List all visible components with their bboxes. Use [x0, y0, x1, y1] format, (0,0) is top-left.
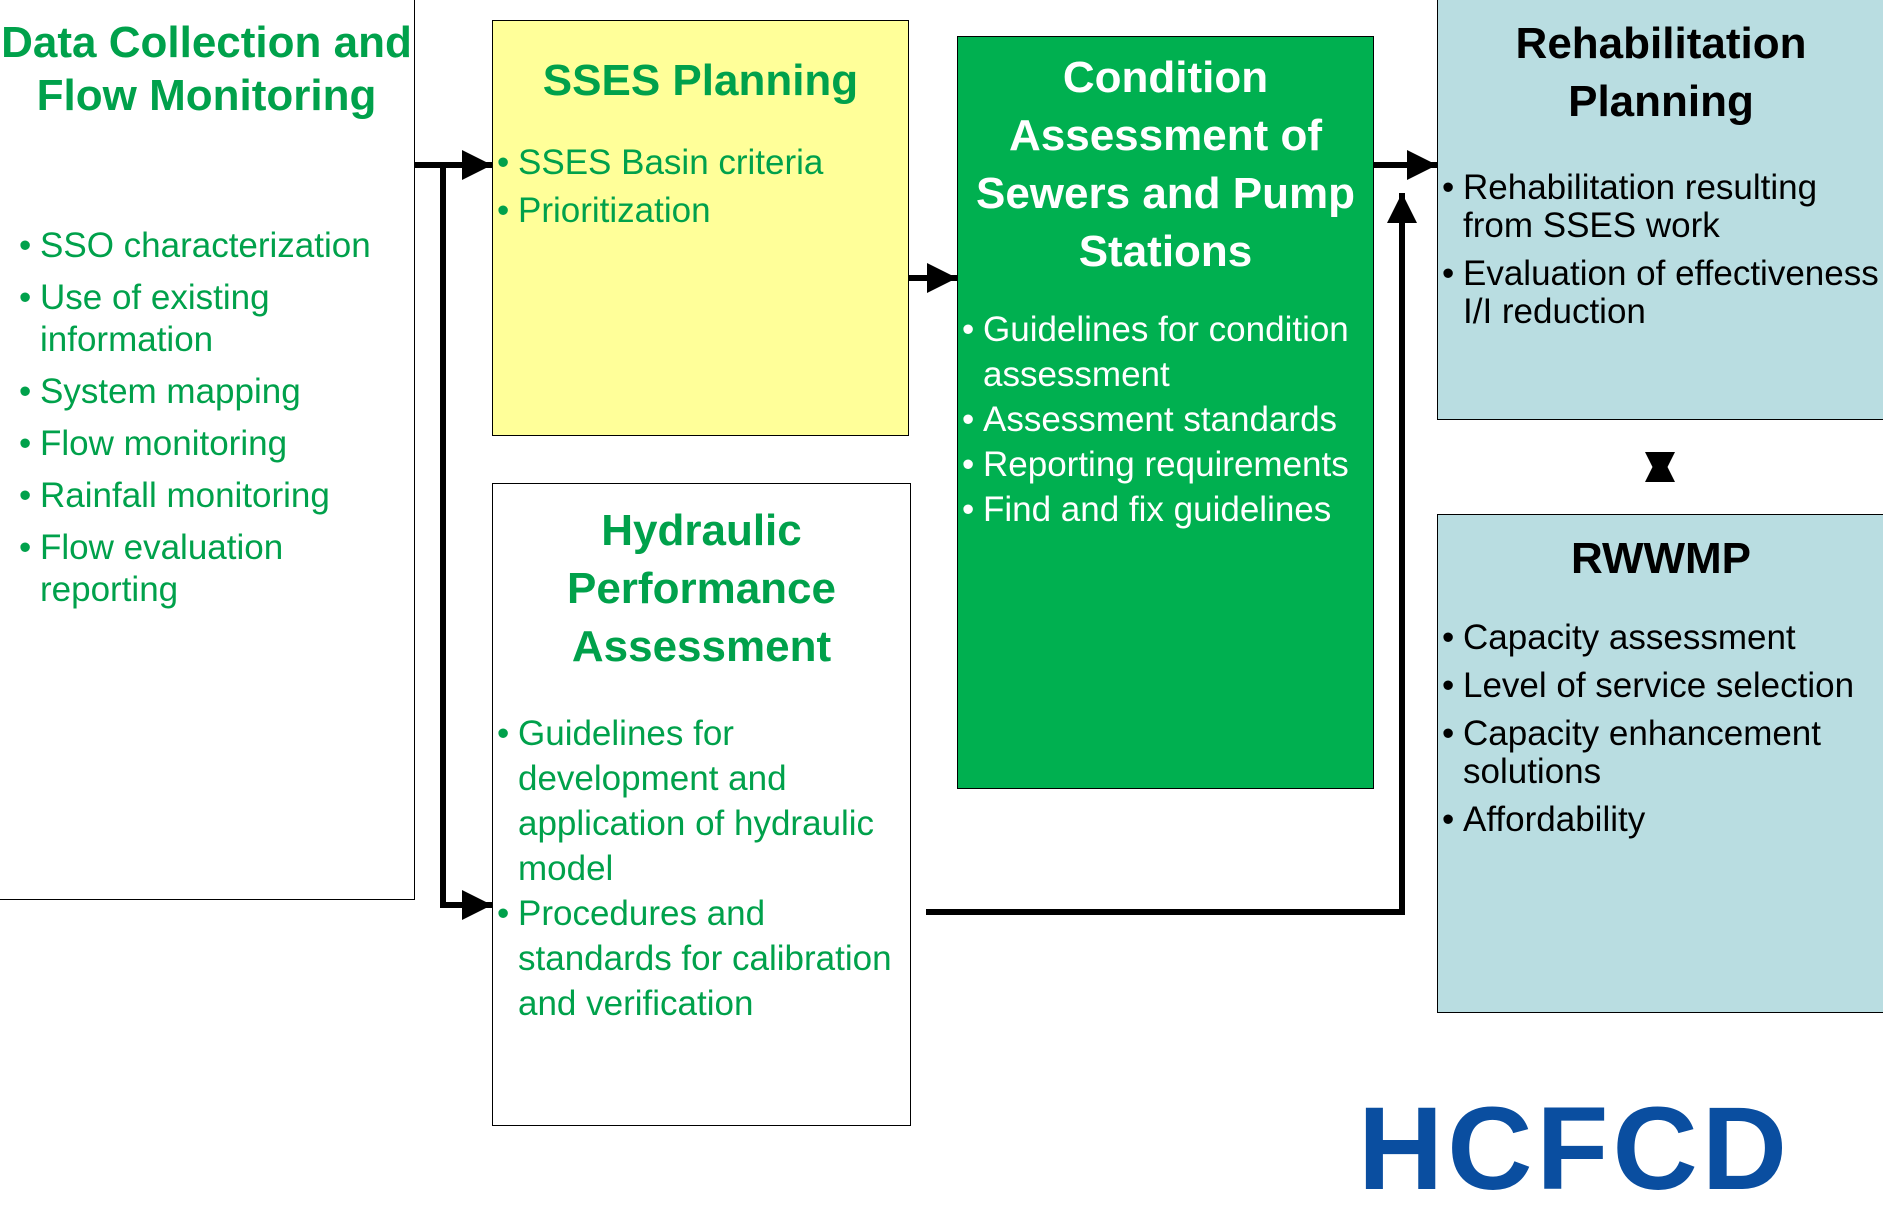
list-item: SSO characterization — [15, 225, 410, 267]
hydraulic-assessment-box: Hydraulic Performance Assessment Guideli… — [492, 483, 911, 1126]
list-item: Affordability — [1438, 801, 1882, 840]
condition-assessment-list: Guidelines for condition assessment Asse… — [958, 307, 1369, 532]
list-item: Reporting requirements — [958, 442, 1369, 487]
rwwmp-title: RWWMP — [1570, 534, 1752, 583]
list-item: Level of service selection — [1438, 667, 1882, 706]
list-item: Rehabilitation resulting from SSES work — [1438, 169, 1882, 245]
list-item: Prioritization — [493, 190, 904, 232]
list-item: Guidelines for condition assessment — [958, 307, 1369, 397]
agency-logo: HCFCD — [1358, 1083, 1791, 1215]
condition-assessment-title: Condition Assessment of Sewers and Pump … — [975, 53, 1355, 276]
rwwmp-list: Capacity assessment Level of service sel… — [1438, 619, 1882, 849]
sses-planning-list: SSES Basin criteria Prioritization — [493, 142, 904, 238]
list-item: SSES Basin criteria — [493, 142, 904, 184]
list-item: Evaluation of effectiveness I/I reductio… — [1438, 255, 1882, 331]
list-item: Capacity enhancement solutions — [1438, 715, 1882, 791]
rehabilitation-planning-list: Rehabilitation resulting from SSES work … — [1438, 169, 1882, 341]
data-collection-list: SSO characterization Use of existing inf… — [15, 225, 410, 621]
list-item: System mapping — [15, 371, 410, 413]
rehabilitation-planning-box: Rehabilitation Planning Rehabilitation r… — [1437, 0, 1883, 420]
hydraulic-assessment-title: Hydraulic Performance Assessment — [566, 506, 836, 671]
connector-data-to-hydraulic — [440, 165, 492, 920]
list-item: Rainfall monitoring — [15, 475, 410, 517]
sses-planning-title: SSES Planning — [542, 56, 859, 105]
sses-planning-box: SSES Planning SSES Basin criteria Priori… — [492, 20, 909, 436]
list-item: Flow monitoring — [15, 423, 410, 465]
rwwmp-box: RWWMP Capacity assessment Level of servi… — [1437, 514, 1883, 1013]
list-item: Use of existing information — [15, 277, 410, 361]
hydraulic-assessment-list: Guidelines for development and applicati… — [493, 711, 906, 1026]
connector-hydraulic-to-rehab — [926, 193, 1417, 915]
list-item: Guidelines for development and applicati… — [493, 711, 906, 891]
rehabilitation-planning-title: Rehabilitation Planning — [1515, 19, 1807, 126]
connector-layer — [415, 150, 1675, 920]
data-collection-box: Data Collection and Flow Monitoring SSO … — [0, 0, 415, 900]
list-item: Flow evaluation reporting — [15, 527, 410, 611]
list-item: Find and fix guidelines — [958, 487, 1369, 532]
list-item: Capacity assessment — [1438, 619, 1882, 658]
condition-assessment-box: Condition Assessment of Sewers and Pump … — [957, 36, 1374, 789]
data-collection-title: Data Collection and Flow Monitoring — [1, 18, 412, 120]
list-item: Procedures and standards for calibration… — [493, 891, 906, 1026]
list-item: Assessment standards — [958, 397, 1369, 442]
